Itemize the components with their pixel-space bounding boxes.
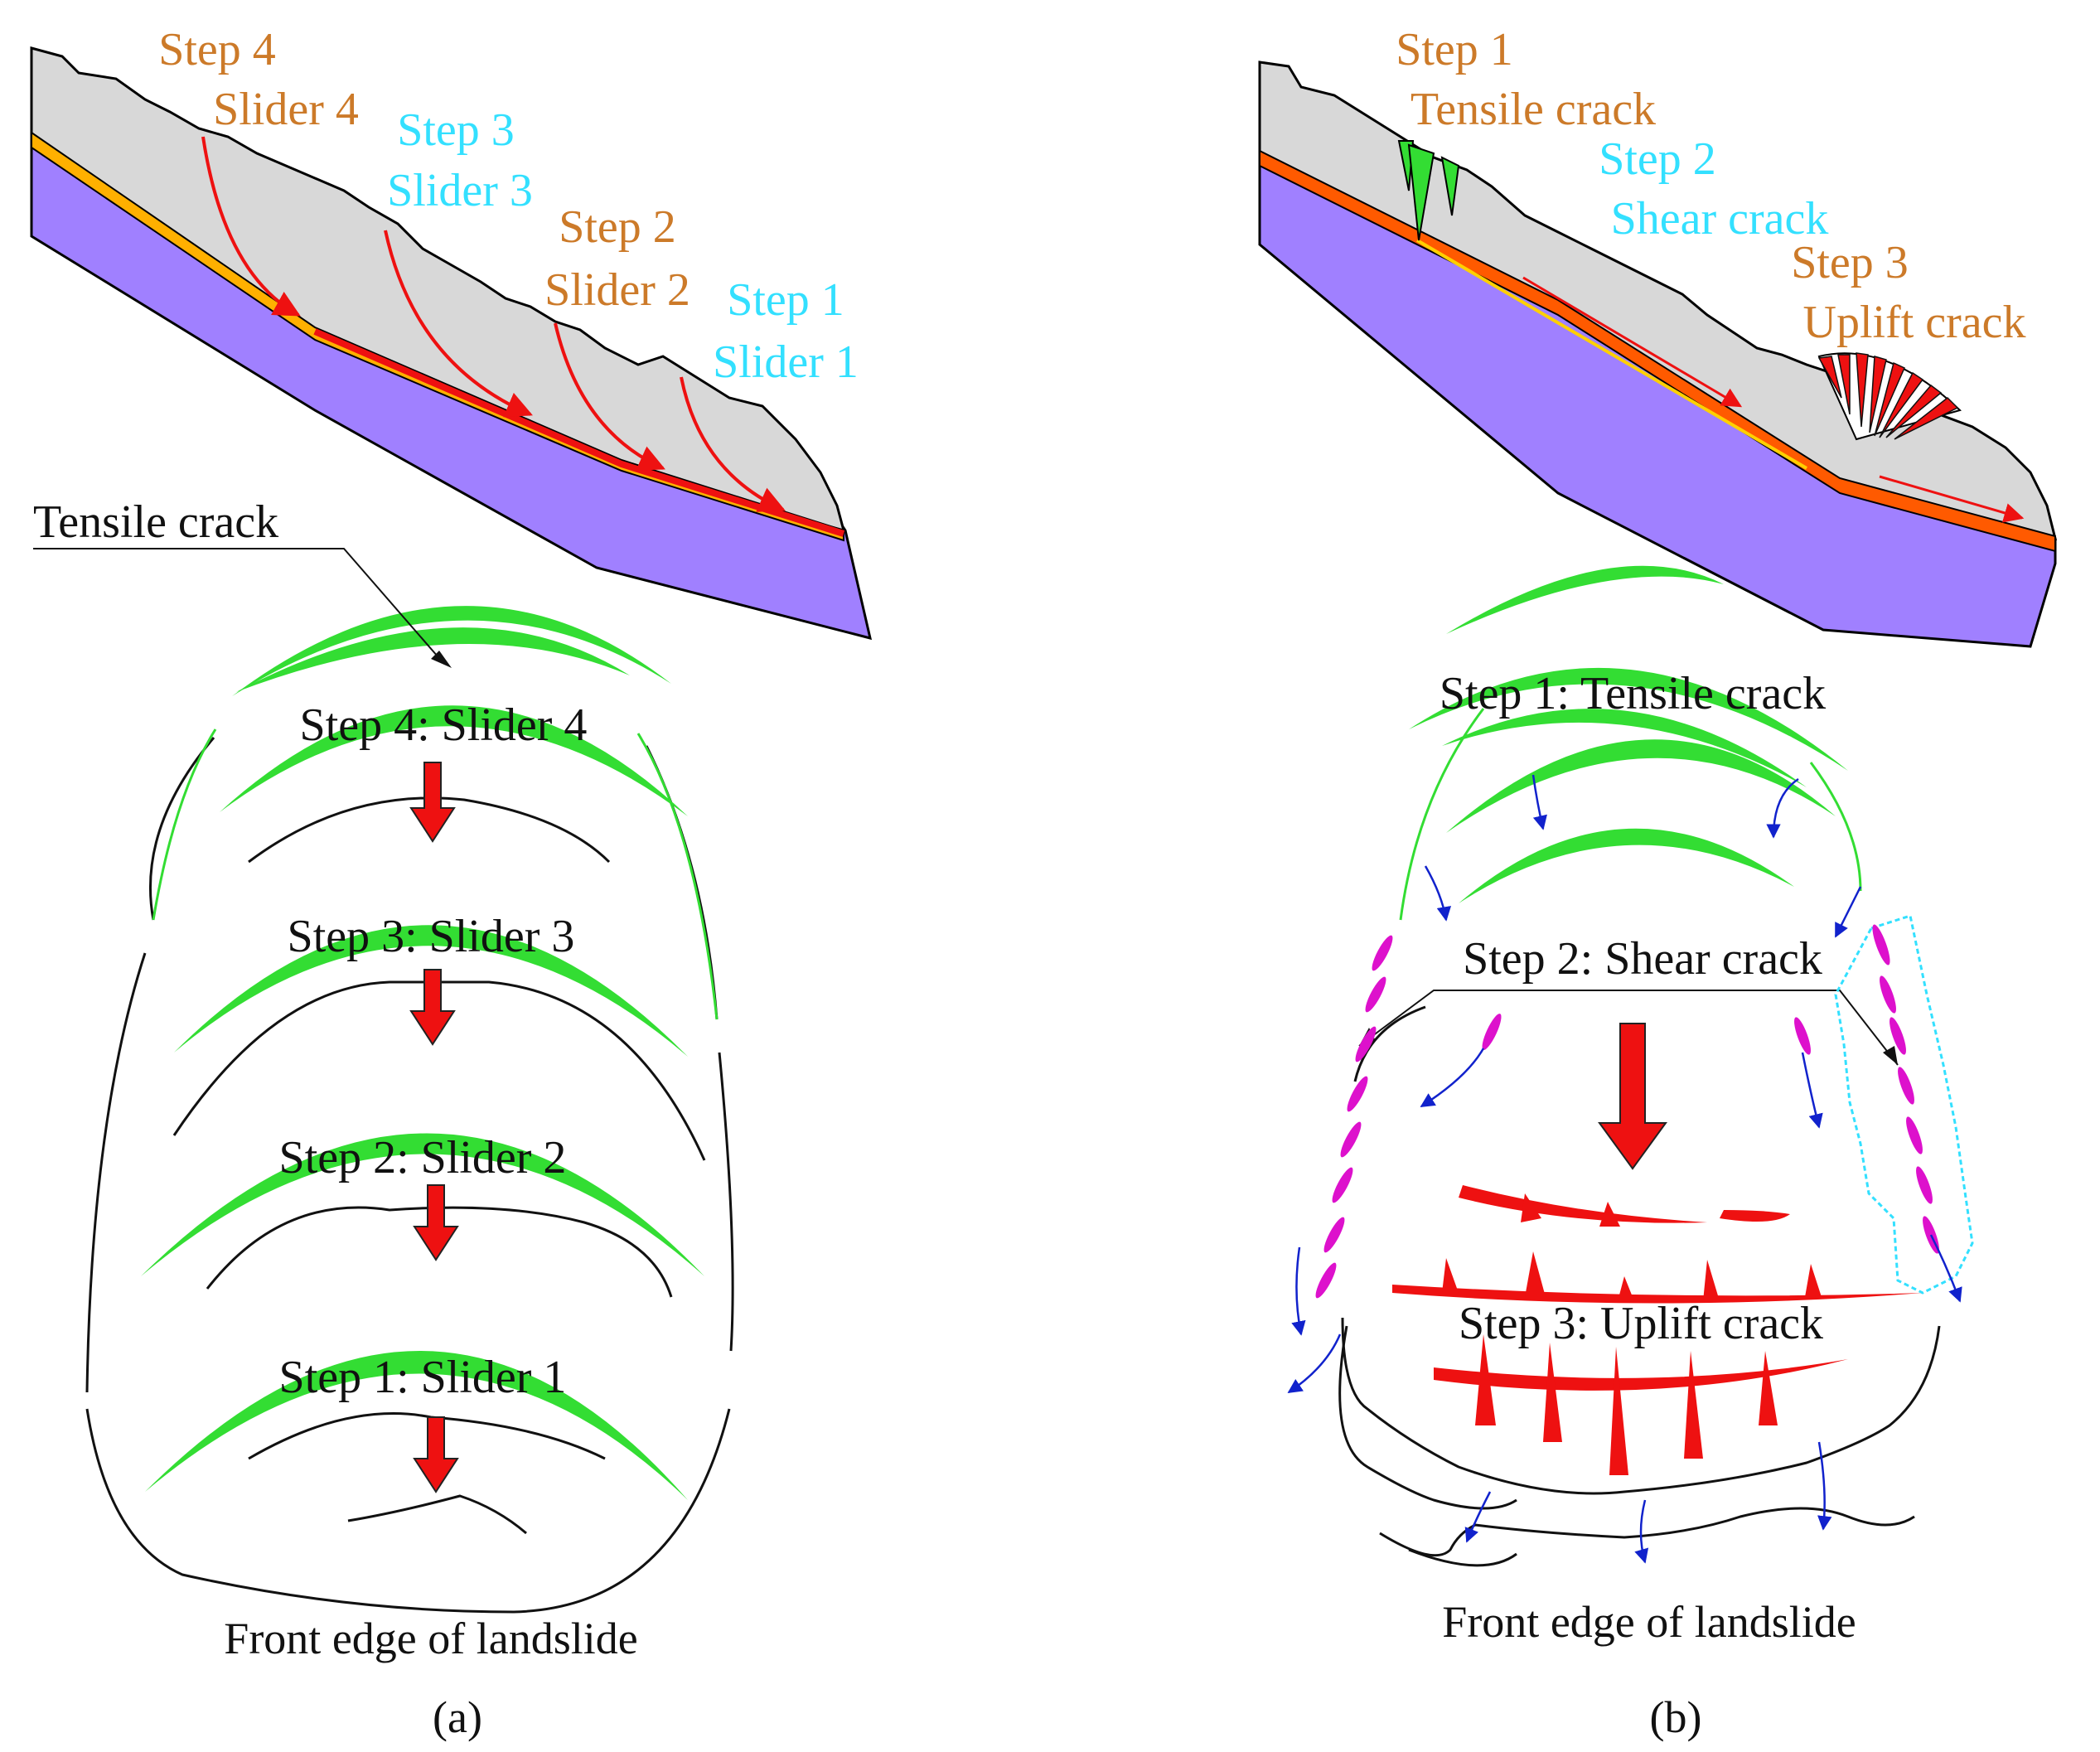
tensile-crack-arc-1: [232, 606, 671, 696]
arrow-slider1: [413, 1416, 459, 1493]
panel-b-plan-view: Step 1: Tensile crack Step 2: Shear crac…: [1287, 565, 1974, 1742]
front-edge-label-a: Front edge of landslide: [224, 1614, 637, 1663]
plan-b-label-shear: Step 2: Shear crack: [1463, 933, 1822, 985]
shear-cracks-en-echelon: [1315, 924, 1939, 1299]
panel-b-cross-section: Step 1 Tensile crack Step 2 Shear crack …: [1258, 24, 2058, 648]
label-step2: Step 2: [559, 201, 676, 253]
caption-b: (b): [1650, 1692, 1702, 1742]
slide-zone-highlight: [1415, 239, 1808, 470]
tensile-crack-callout: Tensile crack: [33, 496, 278, 548]
sliding-zone-b: [1259, 149, 2056, 553]
plan-label-step1: Step 1: Slider 1: [279, 1352, 567, 1403]
panel-a-plan-view: Tensile crack Step 4: Slider 4 Step 3: S…: [33, 496, 734, 1742]
tensile-crack-wedges-b: [1397, 140, 1460, 241]
green-boundary-lines: [152, 728, 719, 1020]
label-step4: Step 4: [158, 24, 276, 75]
slip-surface-2: [554, 322, 665, 471]
arrow-slider3: [409, 969, 456, 1046]
label-slider1: Slider 1: [713, 336, 859, 388]
front-edge-label-b: Front edge of landslide: [1442, 1597, 1856, 1647]
toe-direction-arrow: [1879, 475, 2025, 523]
plan-b-label-tensile: Step 1: Tensile crack: [1440, 668, 1826, 719]
tensile-crack-arcs: [141, 606, 704, 1500]
slip-surface-4: [201, 136, 301, 317]
arrow-slider4: [409, 762, 456, 843]
tensile-crack-arcs-b: [1409, 565, 1848, 903]
label-step1: Step 1: [727, 274, 844, 326]
slip-surface-1: [680, 376, 786, 512]
uplift-cracks-plan: [1392, 1185, 1923, 1475]
boundary-green-b: [1399, 708, 1862, 921]
tensile-crack-arc-2: [236, 627, 630, 692]
arrow-slider2: [413, 1184, 459, 1261]
landslide-boundary-left: [85, 737, 731, 1614]
water-flow-paths: [1287, 774, 1962, 1564]
plan-label-step2: Step 2: Slider 2: [279, 1132, 567, 1183]
caption-a: (a): [433, 1692, 482, 1742]
shear-zone-outline: [1834, 914, 1974, 1295]
movement-arrows: [409, 762, 459, 1493]
crack-arc-slider1: [145, 1350, 688, 1500]
slip-surface-3: [384, 230, 533, 418]
panel-a-cross-section: Step 4 Slider 4 Step 3 Slider 3 Step 2 S…: [30, 24, 873, 641]
label-b-step2: Step 2: [1599, 133, 1716, 185]
crack-arc-slider2: [141, 1133, 704, 1276]
label-slider4: Slider 4: [213, 84, 359, 135]
slip-surfaces: [201, 136, 786, 512]
label-step3: Step 3: [397, 104, 515, 156]
label-b-shear: Shear crack: [1611, 193, 1829, 244]
label-b-uplift: Uplift crack: [1803, 297, 2026, 348]
label-b-tensile: Tensile crack: [1410, 84, 1656, 135]
uplift-fan: [1817, 352, 1962, 441]
soil-layer: [30, 46, 846, 533]
arrow-shear-b: [1598, 1023, 1667, 1170]
plan-label-step4: Step 4: Slider 4: [300, 699, 588, 751]
label-b-step1: Step 1: [1396, 24, 1513, 75]
tensile-crack-leader: [33, 548, 444, 664]
crack-arc-slider3: [174, 925, 688, 1057]
sliding-zone: [31, 131, 844, 542]
label-b-step3: Step 3: [1791, 237, 1909, 288]
plan-b-label-uplift: Step 3: Uplift crack: [1459, 1298, 1823, 1349]
plan-label-step3: Step 3: Slider 3: [288, 911, 575, 962]
label-slider2: Slider 2: [544, 264, 690, 316]
landslide-boundary-right: [645, 745, 734, 1352]
tensile-crack-leader-arrowhead: [431, 651, 452, 668]
tensile-crack-arc-3: [220, 705, 688, 816]
shear-crack-leader: [1358, 990, 1899, 1066]
label-slider3: Slider 3: [387, 165, 533, 216]
shear-direction-arrow: [1522, 276, 1743, 408]
